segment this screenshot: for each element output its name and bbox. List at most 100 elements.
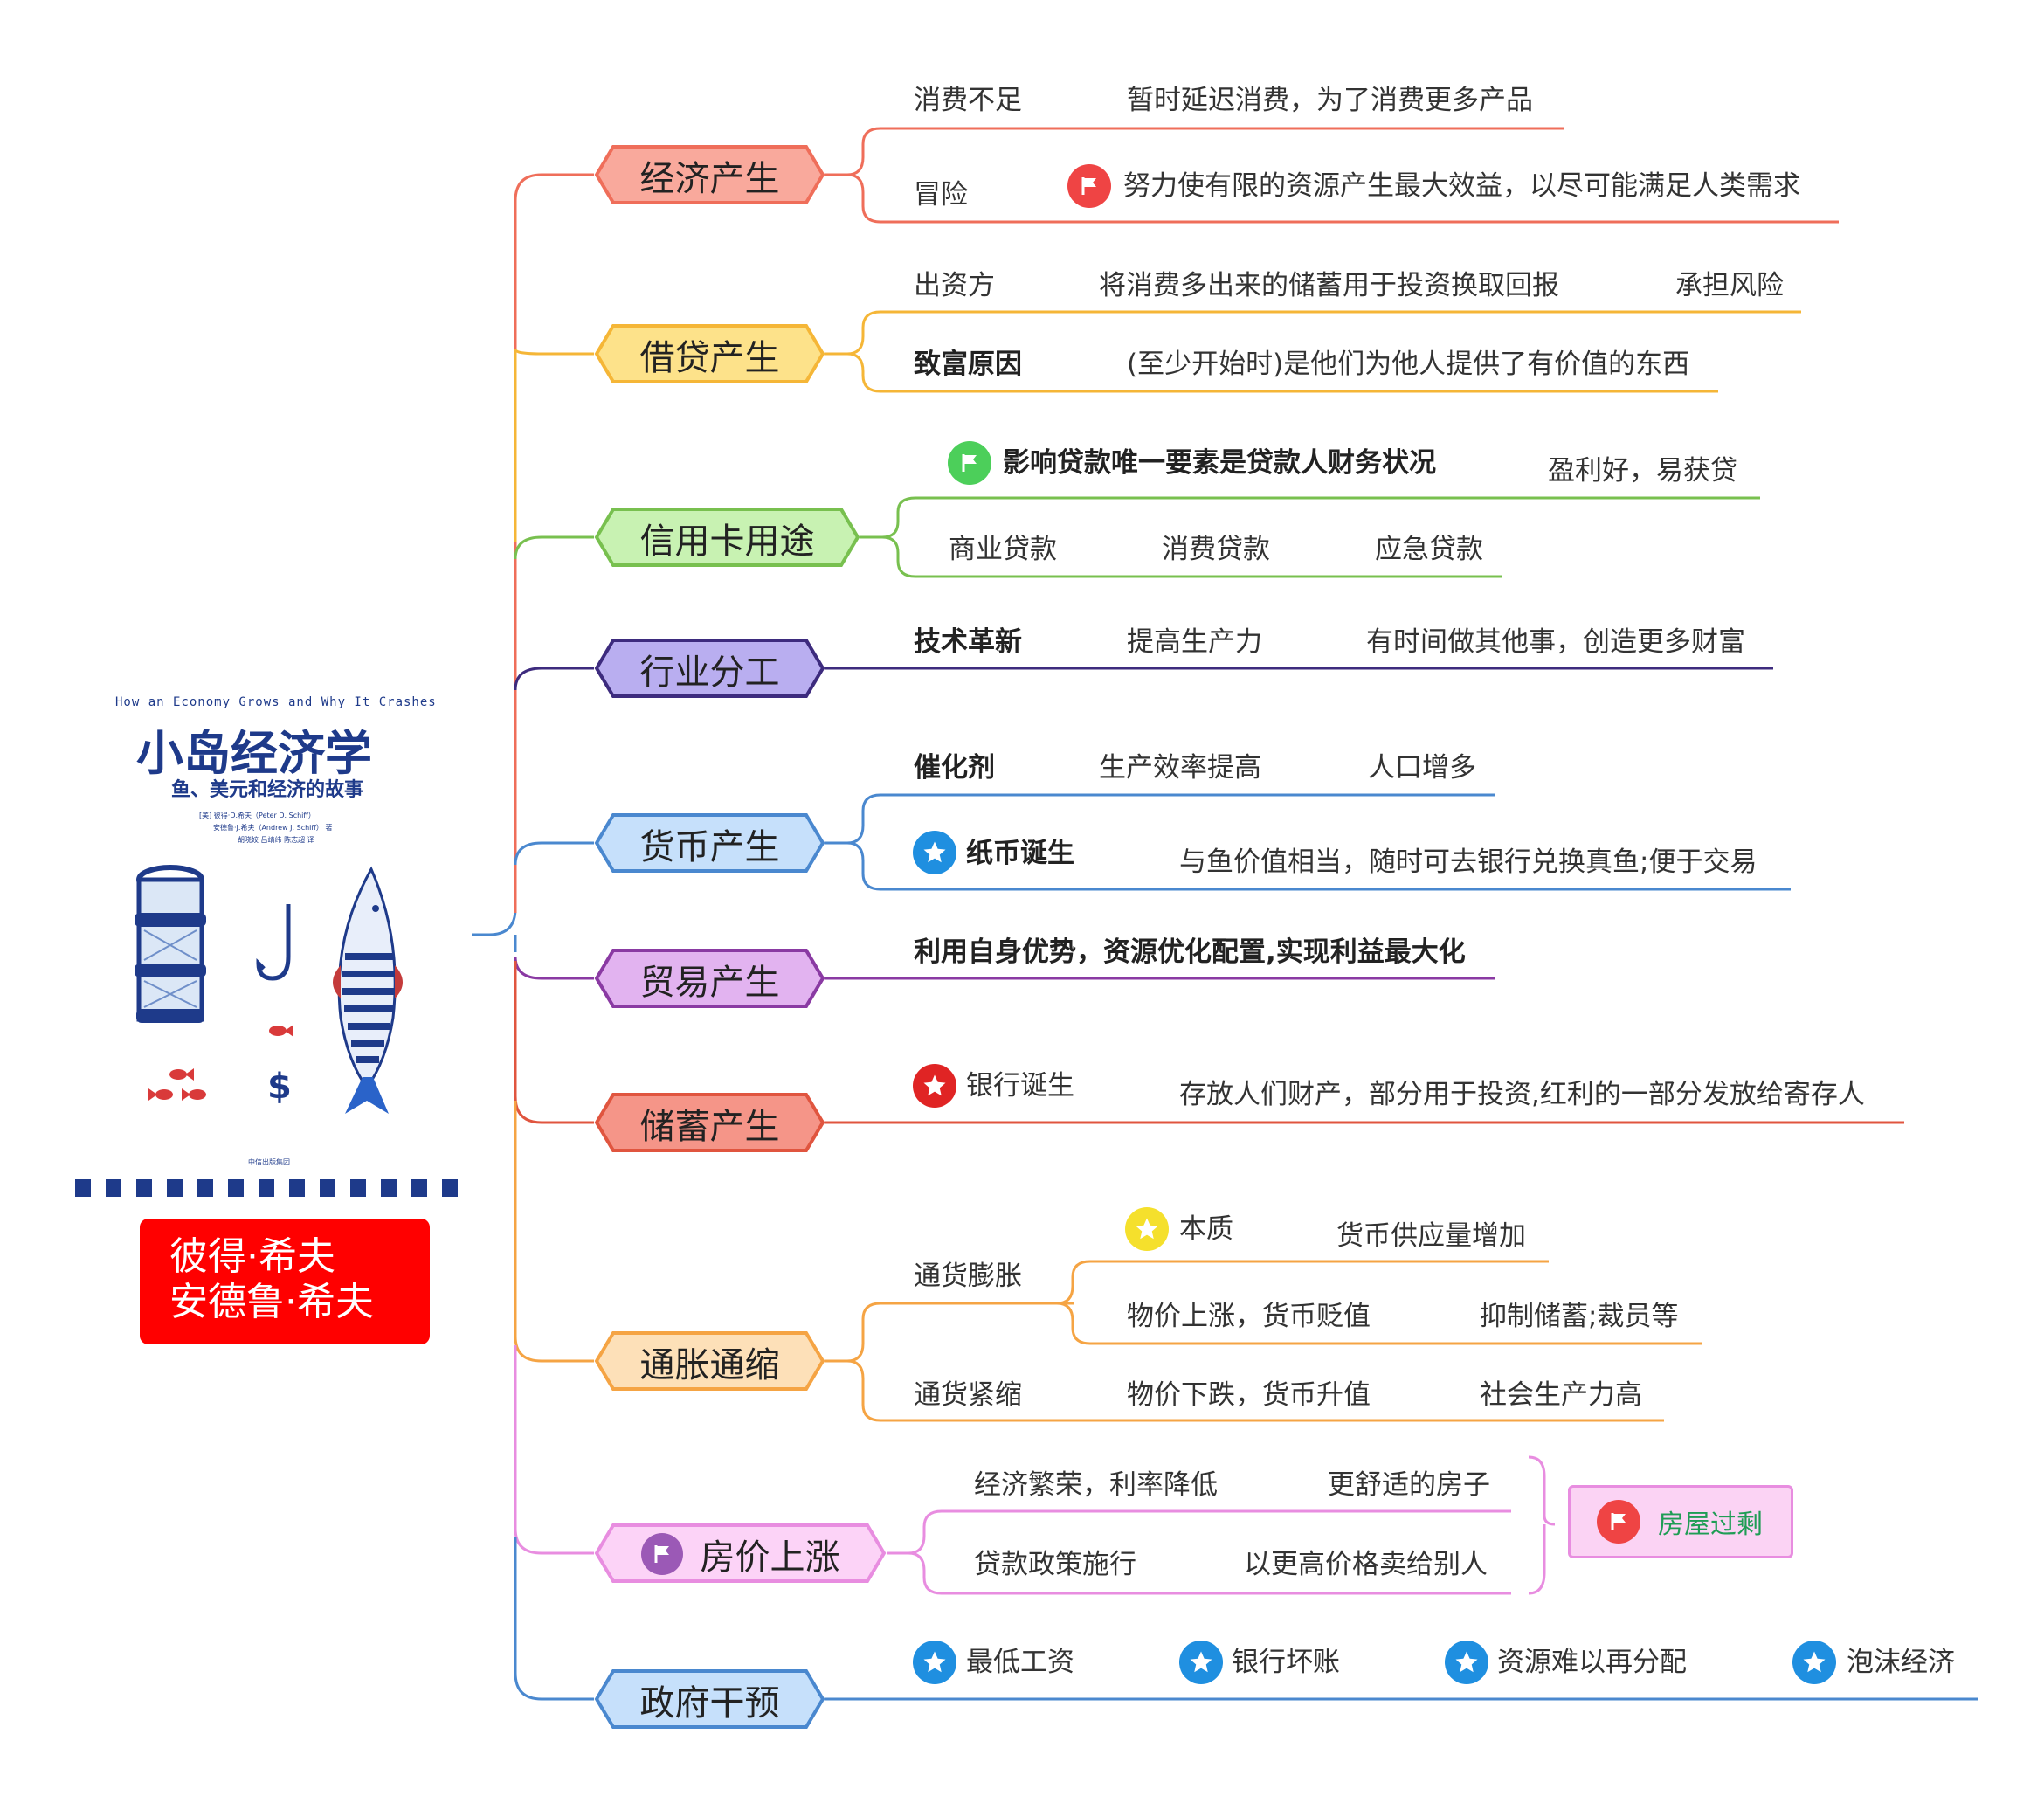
topic-content: 货币产生 [594, 812, 825, 874]
leaf-huobi-gongying: 货币供应量增加 [1336, 1220, 1526, 1252]
star-icon [1445, 1641, 1488, 1684]
book-subtitle: 鱼、美元和经济的故事 [171, 778, 364, 801]
star-icon [1125, 1207, 1169, 1251]
topic-hexagon-shape [594, 639, 825, 698]
topic-content: 借贷产生 [594, 323, 825, 384]
topic-node-10[interactable]: 政府干预 [594, 1668, 825, 1730]
author-label-box: 彼得·希夫 安德鲁·希夫 [140, 1219, 430, 1344]
topic-hexagon-shape [594, 813, 825, 873]
fish-net-basket-icon [135, 865, 206, 1023]
leaf-ziyuan-nanyi: 资源难以再分配 [1497, 1647, 1687, 1678]
leaf-zuidi-gongzi: 最低工资 [966, 1647, 1074, 1678]
topic-content: 行业分工 [594, 638, 825, 699]
topic-node-3[interactable]: 信用卡用途 [594, 507, 860, 568]
leaf-cuihuaji: 催化剂 [914, 752, 995, 784]
flag-icon [640, 1533, 683, 1575]
star-icon [913, 1064, 956, 1108]
leaf-daikuan-zhengce: 贷款政策施行 [974, 1549, 1136, 1580]
topic-hexagon-shape [594, 145, 825, 204]
leaf-zhishao-kaishi: (至少开始时)是他们为他人提供了有价值的东西 [1127, 349, 1690, 380]
topic-node-1[interactable]: 经济产生 [594, 144, 825, 205]
topic-hexagon-shape [594, 1093, 825, 1152]
author-name-2: 安德鲁·希夫 [169, 1280, 374, 1324]
book-publisher: 中信出版集团 [248, 1158, 290, 1166]
yellow-star-icon [1125, 1207, 1169, 1251]
leaf-yi-genggao-jiage: 以更高价格卖给别人 [1244, 1549, 1488, 1580]
leaf-zhifu-yuanyin: 致富原因 [914, 349, 1022, 380]
topic-label: 经济产生 [639, 159, 780, 199]
leaf-shengchan-xiaolv: 生产效率提高 [1099, 752, 1261, 784]
topic-node-4[interactable]: 行业分工 [594, 638, 825, 699]
topic-node-6[interactable]: 贸易产生 [594, 948, 825, 1009]
author-name-1: 彼得·希夫 [169, 1234, 335, 1279]
leaf-maoxian: 冒险 [914, 179, 968, 211]
leaf-tonghuo-jinsuo: 通货紧缩 [914, 1379, 1022, 1411]
topic-hexagon-shape [594, 1331, 825, 1391]
topic-label: 房价上涨 [700, 1537, 840, 1578]
leaf-xiaofei-buzu: 消费不足 [914, 85, 1022, 116]
leaf-nuli-shiyou: 努力使有限的资源产生最大效益，以尽可能满足人类需求 [1123, 170, 1800, 202]
leaf-wujia-xiadie: 物价下跌，货币升值 [1127, 1379, 1371, 1411]
topic-label: 贸易产生 [639, 963, 780, 1003]
topic-content: 经济产生 [594, 144, 825, 205]
leaf-shangye-daikuan: 商业贷款 [949, 534, 1057, 565]
leaf-tigao-shengchanli: 提高生产力 [1127, 626, 1262, 658]
leaf-yinhang-dansheng: 银行诞生 [966, 1070, 1074, 1102]
striped-fish-icon [333, 866, 403, 1114]
leaf-geng-shushi: 更舒适的房子 [1328, 1469, 1490, 1501]
blue-star-icon-1 [913, 831, 956, 874]
red-star-icon [913, 1064, 956, 1108]
topic-node-2[interactable]: 借贷产生 [594, 323, 825, 384]
fish-hook-icon [256, 904, 291, 981]
blue-star-icon-5 [1792, 1641, 1836, 1684]
leaf-jiang-xiaofei: 将消费多出来的储蓄用于投资换取回报 [1099, 270, 1559, 301]
topic-hexagon-shape [594, 324, 825, 383]
topic-content: 通胀通缩 [594, 1330, 825, 1392]
topic-content: 房价上涨 [594, 1523, 887, 1584]
topic-node-8[interactable]: 通胀通缩 [594, 1330, 825, 1392]
leaf-youshijian: 有时间做其他事，创造更多财富 [1366, 626, 1745, 658]
leaf-wujia-shangzhang: 物价上涨，货币贬值 [1127, 1301, 1371, 1332]
topic-content: 政府干预 [594, 1668, 825, 1730]
star-icon [913, 1641, 956, 1684]
topic-content: 信用卡用途 [594, 507, 860, 568]
leaf-yingji-daikuan: 应急贷款 [1375, 534, 1483, 565]
topic-label: 政府干预 [639, 1683, 780, 1724]
green-flag-icon [948, 441, 991, 485]
leaf-xiaofei-daikuan: 消费贷款 [1162, 534, 1270, 565]
topic-label: 储蓄产生 [639, 1107, 780, 1147]
topic-label: 货币产生 [639, 827, 780, 867]
flag-icon [1597, 1500, 1640, 1544]
blue-star-icon-3 [1179, 1641, 1223, 1684]
leaf-yu-jiazhi: 与鱼价值相当，随时可去银行兑换真鱼;便于交易 [1179, 846, 1757, 878]
leaf-shehui-shengchanli: 社会生产力高 [1480, 1379, 1642, 1411]
blue-star-icon-4 [1445, 1641, 1488, 1684]
star-icon [913, 831, 956, 874]
small-red-fish-icons [148, 1025, 293, 1101]
leaf-jingji-fanrong: 经济繁荣，利率降低 [974, 1469, 1218, 1501]
topic-label: 通胀通缩 [639, 1345, 780, 1385]
topic-node-5[interactable]: 货币产生 [594, 812, 825, 874]
leaf-liyong-ziyuan: 利用自身优势，资源优化配置,实现利益最大化 [914, 936, 1466, 968]
leaf-chuzifang: 出资方 [914, 270, 995, 301]
star-icon [1792, 1641, 1836, 1684]
topic-content: 贸易产生 [594, 948, 825, 1009]
topic-node-7[interactable]: 储蓄产生 [594, 1092, 825, 1153]
cover-dash-border [75, 1179, 458, 1197]
book-tagline: How an Economy Grows and Why It Crashes [115, 695, 437, 709]
leaf-zanshi-yanchi: 暂时延迟消费，为了消费更多产品 [1127, 85, 1533, 116]
dollar-sign-icon: $ [267, 1067, 292, 1107]
flag-icon [948, 441, 991, 485]
leaf-yingli-hao: 盈利好，易获贷 [1548, 455, 1737, 487]
star-icon [1179, 1641, 1223, 1684]
topic-label: 借贷产生 [639, 338, 780, 378]
topic-node-9[interactable]: 房价上涨 [594, 1523, 887, 1584]
book-translators: 胡晓姣 吕靖纬 陈志超 译 [238, 836, 314, 844]
house-surplus-box: 房屋过剩 [1568, 1485, 1793, 1558]
book-author-line1: [美] 彼得·D.希夫（Peter D. Schiff） [199, 812, 315, 819]
leaf-renkou-zengduo: 人口增多 [1368, 752, 1476, 784]
leaf-chengdan-fengxian: 承担风险 [1675, 270, 1784, 301]
book-cover-illustration: $ [135, 865, 403, 1114]
